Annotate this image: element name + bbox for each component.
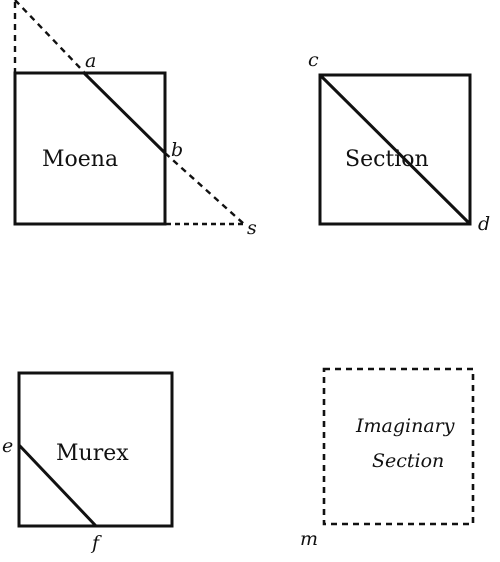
moena-caption: Moena [42,147,118,172]
murex-panel: Murex e f [2,371,174,554]
moena-cut-line [82,71,167,155]
section-diagonal [318,73,472,226]
section-panel: Section c d [308,49,490,235]
section-point-d-label: d [478,213,490,235]
murex-point-e-label: e [2,435,13,457]
moena-dashed-hypotenuse [164,152,245,225]
imaginary-section-panel: Imaginary Section m [300,367,475,550]
moena-point-b-label: b [171,139,183,161]
imaginary-caption-line-1: Imaginary [355,415,455,437]
moena-panel: Moena a b s [13,0,257,239]
section-square [318,73,472,226]
section-caption: Section [345,147,429,172]
murex-corner-cut [17,443,98,528]
section-point-c-label: c [308,49,319,71]
imaginary-caption-line-2: Section [372,450,444,472]
murex-caption: Murex [56,441,129,466]
moena-point-s-label: s [247,217,257,239]
moena-dashed-top-extension [14,0,85,73]
imaginary-dashed-square [322,367,475,526]
imaginary-point-m-label: m [300,528,318,550]
moena-point-a-label: a [85,50,96,72]
murex-point-f-label: f [90,532,102,554]
moena-square [13,71,167,226]
